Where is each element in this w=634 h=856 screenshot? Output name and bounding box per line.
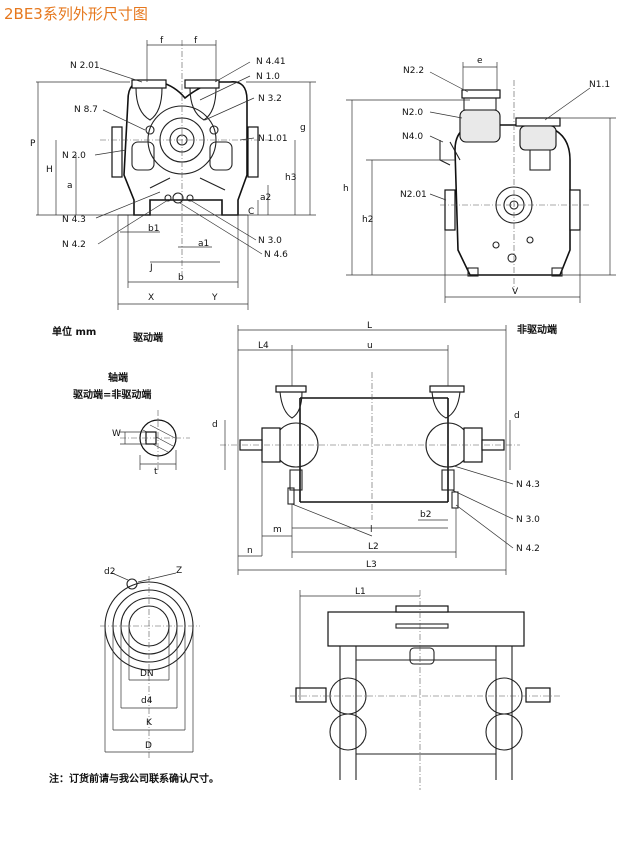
dim-a: a — [67, 181, 73, 191]
dim-k: K — [146, 718, 153, 728]
label-n46: N 4.6 — [264, 250, 288, 260]
label-n42: N 4.2 — [62, 240, 86, 250]
dim-f-right: f — [194, 36, 198, 46]
dim-b2: b2 — [420, 510, 431, 520]
dim-h-side: h — [343, 184, 349, 194]
label-n30-plan: N 3.0 — [516, 515, 540, 525]
dim-g: g — [300, 123, 306, 133]
dim-f-left: f — [160, 36, 164, 46]
dim-u: u — [367, 341, 373, 351]
dim-l2: L2 — [368, 542, 379, 552]
label-n30: N 3.0 — [258, 236, 282, 246]
dim-d2: d2 — [104, 567, 115, 577]
dim-b: b — [178, 273, 184, 283]
dim-m: m — [273, 525, 282, 535]
label-n87: N 8.7 — [74, 105, 98, 115]
dim-j: J — [149, 263, 153, 273]
non-drive-end-label: 非驱动端 — [517, 323, 557, 336]
side-view: N2.2 N1.1 N2.0 N4.0 N2.01 e h h2 V — [343, 56, 616, 303]
page-title: 2BE3系列外形尺寸图 — [4, 5, 148, 23]
dim-d4: d4 — [141, 696, 153, 706]
label-n43: N 4.3 — [62, 215, 86, 225]
flange-view: d2 Z DN d4 K D — [100, 566, 200, 760]
dim-z: Z — [176, 566, 182, 576]
label-n22: N2.2 — [403, 66, 424, 76]
dim-h: H — [46, 165, 53, 175]
shaft-equal-label: 驱动端=非驱动端 — [73, 388, 151, 401]
label-n43-plan: N 4.3 — [516, 480, 540, 490]
shaft-end-label: 轴端 — [108, 371, 128, 384]
dim-d-left: d — [212, 420, 218, 430]
dim-p: P — [30, 139, 36, 149]
end-view: L1 — [290, 587, 560, 790]
dim-l: L — [367, 321, 372, 331]
dim-dn: DN — [140, 669, 154, 679]
unit-label: 单位 mm — [52, 325, 96, 338]
label-n20: N 2.0 — [62, 151, 86, 161]
dim-h3: h3 — [285, 173, 296, 183]
label-n101: N 1.01 — [258, 134, 288, 144]
dim-w: W — [112, 429, 121, 439]
label-n42-plan: N 4.2 — [516, 544, 540, 554]
dim-x: X — [148, 293, 154, 303]
dim-b1: b1 — [148, 224, 159, 234]
label-n32: N 3.2 — [258, 94, 282, 104]
dim-l1: L1 — [355, 587, 366, 597]
label-n40: N4.0 — [402, 132, 423, 142]
drive-end-label: 驱动端 — [133, 331, 163, 344]
dim-n: n — [247, 546, 253, 556]
dim-a2: a2 — [260, 193, 271, 203]
label-n201-side: N2.01 — [400, 190, 427, 200]
dim-l3: L3 — [366, 560, 377, 570]
dim-c: C — [248, 207, 254, 217]
label-n10: N 1.0 — [256, 72, 280, 82]
label-n441: N 4.41 — [256, 57, 286, 67]
dim-t: t — [154, 467, 158, 477]
dim-h2: h2 — [362, 215, 373, 225]
dim-l4: L4 — [258, 341, 269, 351]
dim-d-right: d — [514, 411, 520, 421]
dim-a1: a1 — [198, 239, 209, 249]
dim-e: e — [477, 56, 483, 66]
dim-y: Y — [211, 293, 218, 303]
dim-l-small: l — [370, 525, 373, 535]
label-n20-side: N2.0 — [402, 108, 423, 118]
dim-dd: D — [145, 741, 152, 751]
front-view: N 2.01 N 8.7 N 2.0 N 4.3 N 4.2 N 4.41 N … — [30, 36, 316, 310]
label-n201: N 2.01 — [70, 61, 100, 71]
footer-note: 注：订货前请与我公司联系确认尺寸。 — [49, 772, 219, 785]
label-n11: N1.1 — [589, 80, 610, 90]
dim-v: V — [512, 287, 519, 297]
shaft-section: W t — [112, 410, 190, 477]
plan-view: N 4.3 N 3.0 N 4.2 L L4 u d d m b2 l n L2… — [212, 321, 540, 575]
